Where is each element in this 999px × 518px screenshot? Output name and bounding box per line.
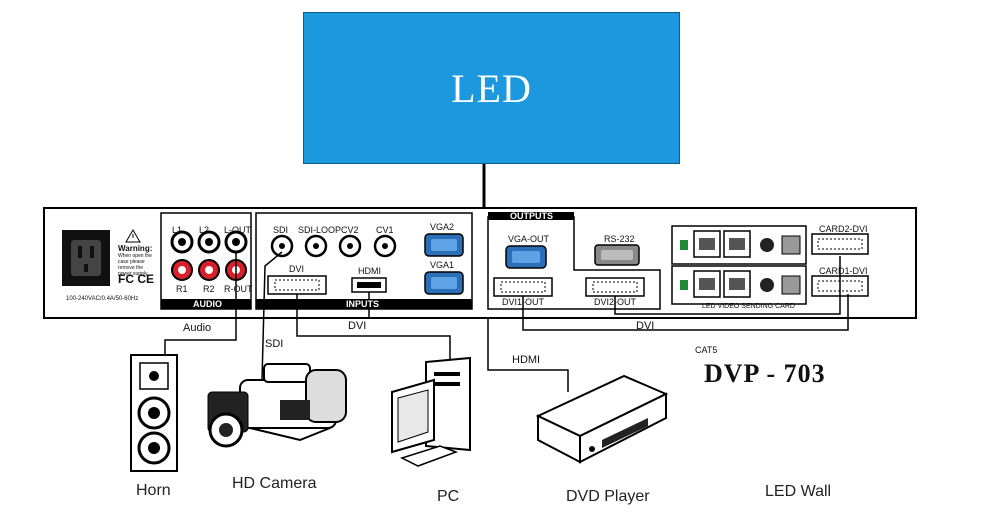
- inputs-section-bar: [256, 299, 472, 309]
- power-pin-ground: [84, 264, 88, 272]
- output-label-dvi2: DVI2-OUT: [594, 297, 637, 307]
- output-label-vga-out: VGA-OUT: [508, 234, 550, 244]
- warning-title: Warning:: [118, 244, 153, 253]
- power-pin-left: [78, 246, 82, 258]
- warning-text: When open the case please remove the pow…: [118, 253, 152, 277]
- audio-port-label-r2: R2: [203, 284, 215, 294]
- outputs-section-label: OUTPUTS: [510, 211, 554, 221]
- sdi-cable: [261, 251, 283, 381]
- outputs-section-bar: [488, 212, 574, 220]
- audio-port-label-r1: R1: [176, 284, 188, 294]
- cable-label-hdmi: HDMI: [512, 354, 541, 366]
- power-pin-right: [90, 246, 94, 258]
- dvi-input-cable: [296, 294, 451, 362]
- cable-label-sdi: SDI: [265, 338, 284, 350]
- cable-label-cat5: CAT5: [695, 345, 718, 355]
- input-label-vga1: VGA1: [430, 260, 455, 270]
- dvi-output-cable: [522, 294, 849, 331]
- card1-dvi-label: CARD1-DVI: [819, 266, 868, 276]
- sending-card-bottom: [671, 265, 869, 305]
- audio-port-label-l1: L1: [172, 225, 183, 235]
- audio-cable: [164, 252, 237, 355]
- input-label-vga2: VGA2: [430, 222, 455, 232]
- output-label-rs232: RS-232: [604, 234, 635, 244]
- audio-port-label-l-out: L-OUT: [224, 225, 251, 235]
- audio-section-bar: [161, 299, 251, 309]
- audio-section-label: AUDIO: [193, 299, 222, 309]
- output-label-dvi1: DVI1-OUT: [502, 297, 545, 307]
- dvi-input-port: [267, 275, 327, 295]
- hd-camera: [207, 363, 347, 448]
- card2-dvi-port: [811, 233, 869, 255]
- dvi1-out-port: [493, 277, 553, 297]
- audio-port-label-r-out: R-OUT: [224, 284, 253, 294]
- inputs-section-label: INPUTS: [346, 299, 380, 309]
- device-label-wall: LED Wall: [765, 483, 832, 500]
- audio-jacks: [170, 230, 248, 281]
- input-label-hdmi: HDMI: [358, 266, 381, 276]
- pc: [391, 356, 471, 467]
- hdmi-cable: [368, 292, 569, 392]
- warning-icon: [125, 229, 141, 243]
- bnc-connectors: [270, 234, 397, 258]
- input-label-cv2: CV2: [341, 225, 359, 235]
- input-label-sdi-loop: SDI-LOOP: [298, 225, 342, 235]
- fcc-ce-mark: FC CE: [118, 272, 154, 286]
- cable-label-dvi-in: DVI: [348, 320, 367, 332]
- audio-port-label-l2: L2: [199, 225, 210, 235]
- card2-dvi-label: CARD2-DVI: [819, 224, 868, 234]
- dvi2-out-port: [585, 277, 645, 297]
- input-label-dvi: DVI: [289, 264, 305, 274]
- device-label-dvd: DVD Player: [566, 488, 650, 505]
- input-label-cv1: CV1: [376, 225, 394, 235]
- horn-speaker: [130, 354, 178, 472]
- cable-label-audio: Audio: [183, 322, 212, 334]
- device-label-horn: Horn: [136, 482, 171, 499]
- device-label-camera: HD Camera: [232, 475, 317, 492]
- cable-label-dvi-out: DVI: [636, 320, 655, 332]
- led-title: LED: [451, 65, 532, 111]
- dvd-player: [535, 374, 669, 464]
- led-screen: LED: [303, 12, 680, 164]
- rj45-port: [723, 230, 751, 258]
- sending-card-caption: LED VIDEO SENDING CARD: [702, 303, 795, 310]
- input-label-sdi: SDI: [273, 225, 289, 235]
- power-rating: 100-240VAC/0.4A/50-60Hz: [66, 296, 139, 302]
- model-name: DVP - 703: [704, 359, 826, 388]
- dvi-loop-cable: [614, 256, 841, 315]
- device-label-pc: PC: [437, 488, 460, 505]
- sending-card-top: [671, 225, 869, 265]
